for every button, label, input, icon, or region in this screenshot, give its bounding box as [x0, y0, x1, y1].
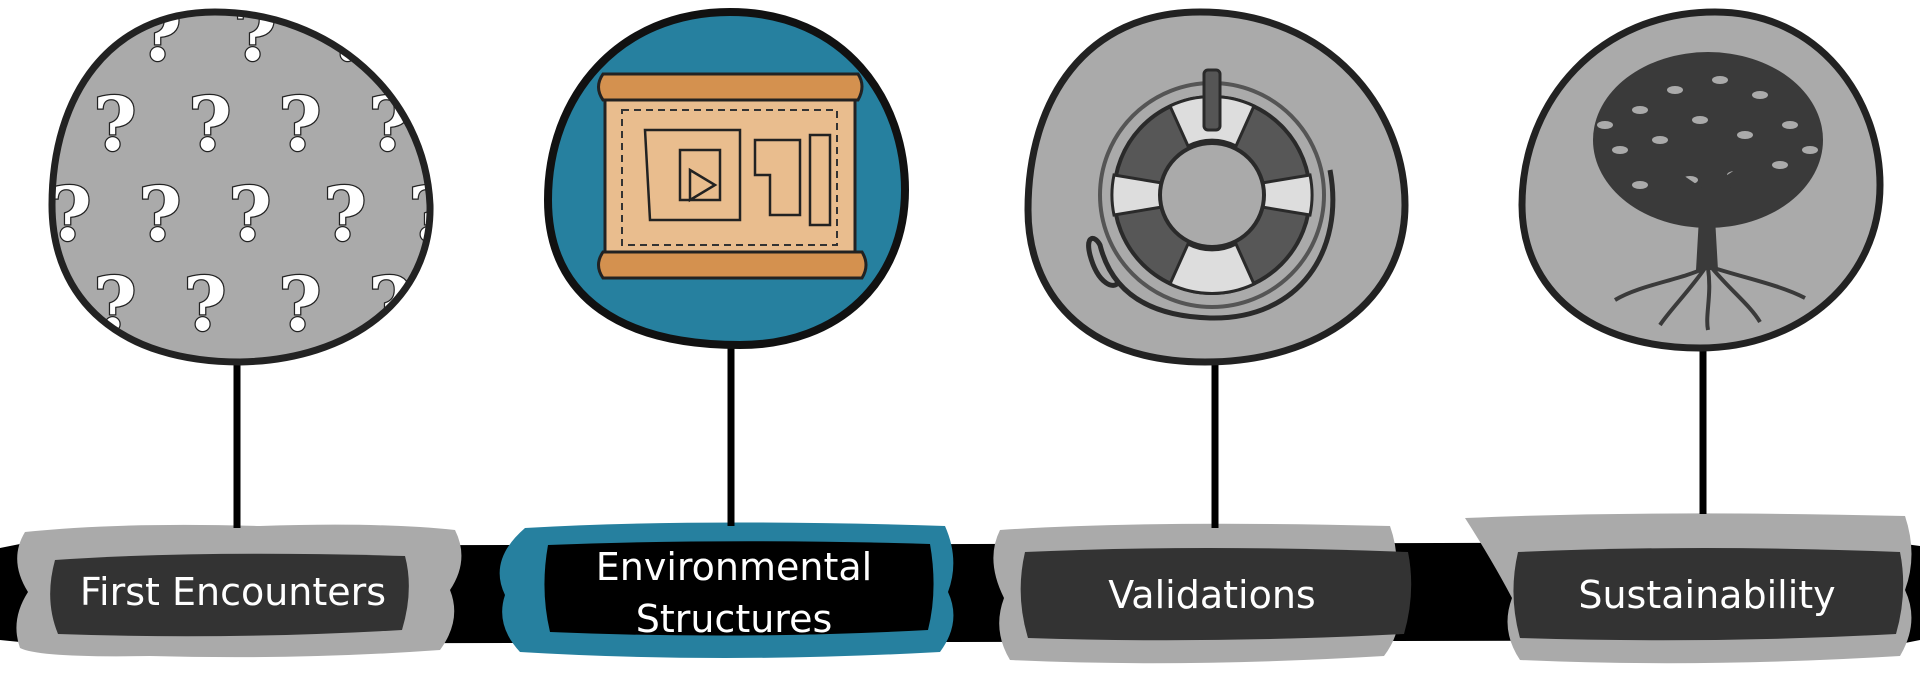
step-label: Structures — [636, 597, 833, 641]
svg-text:?: ? — [323, 172, 366, 258]
bubble-outline — [48, 8, 434, 366]
svg-text:?: ? — [138, 172, 181, 258]
svg-text:?: ? — [93, 82, 136, 168]
step-validations[interactable]: Validations — [993, 8, 1412, 664]
step-sustainability[interactable]: Sustainability — [1465, 8, 1912, 664]
svg-text:?: ? — [228, 172, 271, 258]
svg-text:?: ? — [278, 82, 321, 168]
label-background — [50, 553, 409, 637]
step-label: Environmental — [596, 545, 872, 589]
step-bubble — [52, 12, 431, 362]
svg-text:?: ? — [188, 82, 231, 168]
svg-text:?: ? — [138, 0, 181, 78]
step-environmental-structures[interactable]: Environmental Structures — [499, 7, 954, 658]
label-background — [544, 541, 934, 636]
label-background — [1513, 548, 1904, 641]
svg-text:?: ? — [233, 0, 276, 78]
step-label: First Encounters — [80, 570, 386, 614]
svg-text:?: ? — [183, 262, 226, 348]
timeline-track — [0, 542, 1920, 646]
svg-text:?: ? — [278, 262, 321, 348]
step-label: Validations — [1108, 573, 1315, 617]
tree-icon — [1593, 52, 1823, 331]
life-buoy-icon — [1086, 68, 1336, 321]
step-first-encounters[interactable]: First Encounters ??? ???? ????? ???? — [16, 0, 462, 658]
step-label: Sustainability — [1578, 573, 1835, 617]
blueprint-scroll-icon — [597, 72, 868, 280]
label-background — [1020, 548, 1412, 641]
